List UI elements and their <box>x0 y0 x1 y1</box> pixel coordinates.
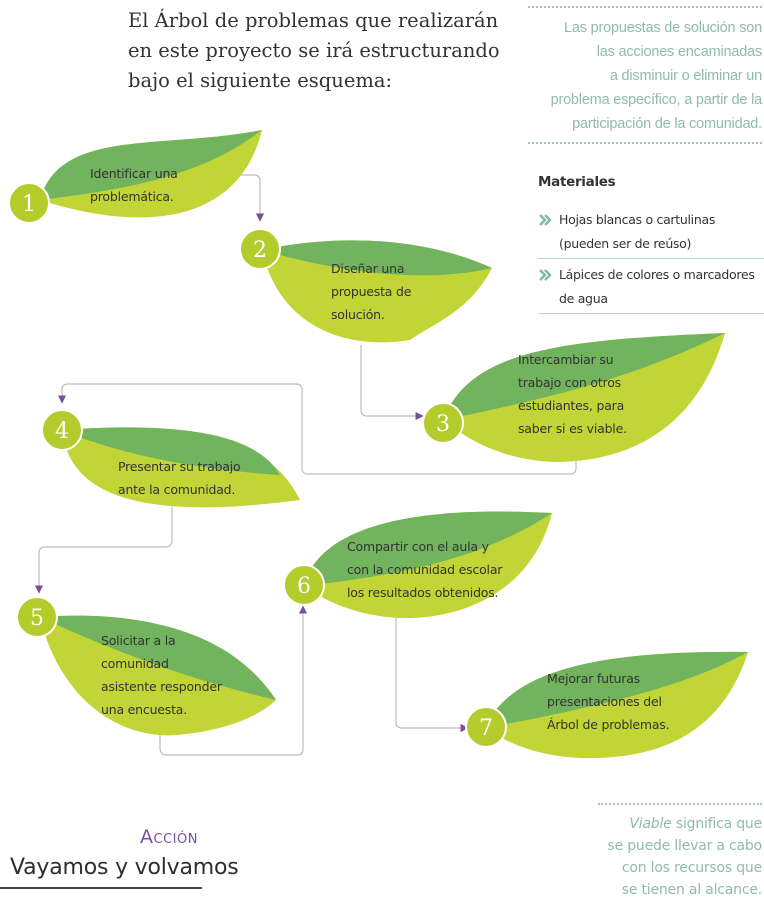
note-line: a disminuir o eliminar un <box>609 68 762 84</box>
viable-first-line: Viable significa que <box>598 813 762 835</box>
connector-2-3 <box>360 345 424 421</box>
step-badge-7: 7 <box>465 706 507 748</box>
note-line: problema específico, a partir de la <box>550 92 763 108</box>
viable-definition-note: Viable significa que se puede llevar a c… <box>598 803 762 901</box>
connector-1-2 <box>222 174 265 222</box>
connectors <box>34 174 577 756</box>
step-badge-1: 1 <box>8 182 50 224</box>
intro-line: bajo el siguiente esquema: <box>128 69 393 92</box>
section-title-underline <box>0 887 202 889</box>
step-line: Intercambiar su <box>518 352 614 367</box>
step-6-text: Compartir con el aula y con la comunidad… <box>347 535 502 604</box>
connector-6-7 <box>395 607 469 733</box>
leaf-6 <box>303 511 552 619</box>
step-line: comunidad <box>101 656 169 671</box>
step-line: solución. <box>331 307 385 322</box>
step-3-text: Intercambiar su trabajo con otros estudi… <box>518 348 627 440</box>
step-line: asistente responder <box>101 679 222 694</box>
step-line: ante la comunidad. <box>118 482 236 497</box>
step-line: presentaciones del <box>547 694 662 709</box>
step-line: con la comunidad escolar <box>347 562 503 577</box>
materials-list: Hojas blancas o cartulinas (pueden ser d… <box>538 208 764 318</box>
step-number: 6 <box>297 574 311 599</box>
step-line: una encuesta. <box>101 702 188 717</box>
materials-item-line: de agua <box>559 291 608 306</box>
materials-item: Lápices de colores o marcadores de agua <box>538 263 764 314</box>
section-label: Acción <box>140 826 198 848</box>
viable-term: Viable <box>629 816 672 832</box>
step-line: Solicitar a la <box>101 633 176 648</box>
leaf-1 <box>40 130 262 218</box>
step-badges: 1 2 3 4 5 6 7 <box>8 182 507 748</box>
note-line: las acciones encaminadas <box>596 44 762 60</box>
leaf-7 <box>485 651 748 759</box>
step-badge-4: 4 <box>41 409 83 451</box>
intro-line: en este proyecto se irá estructurando <box>128 39 500 62</box>
step-number: 7 <box>479 716 493 741</box>
step-number: 4 <box>55 419 69 444</box>
materials-item-line: Hojas blancas o cartulinas <box>559 212 716 227</box>
section-title: Vayamos y volvamos <box>10 855 239 880</box>
step-line: Mejorar futuras <box>547 671 640 686</box>
viable-line: con los recursos que <box>621 860 762 876</box>
step-5-text: Solicitar a la comunidad asistente respo… <box>101 629 222 721</box>
intro-text: El Árbol de problemas que realizarán en … <box>128 6 500 96</box>
step-line: estudiantes, para <box>518 398 625 413</box>
leaf-2 <box>262 240 492 343</box>
step-line: saber si es viable. <box>518 421 627 436</box>
materials-item-line: Lápices de colores o marcadores <box>559 267 755 282</box>
step-badge-3: 3 <box>422 402 464 444</box>
connector-5-6 <box>159 605 308 756</box>
step-4-text: Presentar su trabajo ante la comunidad. <box>118 455 241 501</box>
viable-line: se tienen al alcance. <box>621 882 762 898</box>
step-2-text: Diseñar una propuesta de solución. <box>331 257 411 326</box>
solution-proposals-note: Las propuestas de solución son las accio… <box>528 6 762 144</box>
note-line: participación de la comunidad. <box>572 116 762 132</box>
viable-first-rest: significa que <box>671 816 762 832</box>
leaf-5 <box>40 615 276 736</box>
step-line: Presentar su trabajo <box>118 459 241 474</box>
step-number: 5 <box>30 606 44 631</box>
leaf-4 <box>62 427 300 508</box>
step-line: Árbol de problemas. <box>547 717 670 732</box>
intro-line: El Árbol de problemas que realizarán <box>128 9 499 32</box>
step-line: propuesta de <box>331 284 412 299</box>
note-line: Las propuestas de solución son <box>564 20 762 36</box>
materials-item: Hojas blancas o cartulinas (pueden ser d… <box>538 208 764 259</box>
step-line: los resultados obtenidos. <box>347 585 499 600</box>
step-number: 1 <box>22 192 36 217</box>
step-line: Compartir con el aula y <box>347 539 489 554</box>
double-chevron-icon <box>539 214 552 226</box>
step-1-text: Identificar una problemática. <box>90 162 178 208</box>
step-line: Identificar una <box>90 166 178 181</box>
step-badge-5: 5 <box>16 596 58 638</box>
step-7-text: Mejorar futuras presentaciones del Árbol… <box>547 667 670 736</box>
step-line: Diseñar una <box>331 261 405 276</box>
step-number: 2 <box>253 238 267 263</box>
connector-3-4 <box>57 383 577 475</box>
viable-line: se puede llevar a cabo <box>607 838 762 854</box>
leaf-3 <box>443 333 725 462</box>
double-chevron-icon <box>539 269 552 281</box>
step-line: problemática. <box>90 189 174 204</box>
step-number: 3 <box>436 412 450 437</box>
step-badge-2: 2 <box>239 228 281 270</box>
connector-4-5 <box>34 507 173 594</box>
materials-title: Materiales <box>538 174 616 190</box>
step-badge-6: 6 <box>283 564 325 606</box>
step-line: trabajo con otros <box>518 375 621 390</box>
materials-item-line: (pueden ser de reúso) <box>559 236 692 251</box>
